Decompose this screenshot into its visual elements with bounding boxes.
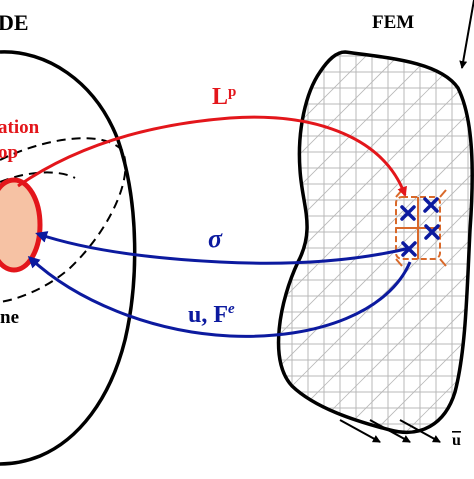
mesh-line-diagonal — [278, 52, 473, 433]
mesh-line-diagonal — [291, 52, 473, 433]
mesh-line-diagonal — [355, 52, 473, 433]
mesh-line-diagonal — [278, 52, 287, 433]
lp-label: Lp — [212, 84, 236, 110]
mesh-line-diagonal — [278, 52, 473, 433]
dd-crystal-outline — [0, 50, 137, 466]
plane-label: ne — [0, 307, 19, 328]
displacement-arrow — [27, 255, 412, 338]
dislocation-label-2: op — [0, 142, 18, 163]
ufe-label: u, Fe — [188, 301, 235, 328]
mesh-line-diagonal — [278, 52, 473, 433]
mesh-line-diagonal — [278, 52, 447, 433]
mesh-line-diagonal — [278, 52, 383, 433]
mesh-line-diagonal — [278, 52, 415, 433]
stress-arrow — [35, 231, 411, 265]
slip-plane-dashed — [0, 137, 127, 303]
mesh-line-diagonal — [278, 52, 319, 433]
mesh-line-diagonal — [278, 52, 473, 433]
plastic-strain-arrow — [17, 115, 407, 197]
right-title: FEM — [372, 12, 414, 33]
mesh-line-diagonal — [419, 52, 473, 433]
mesh-line-diagonal — [323, 52, 473, 433]
mesh-line-diagonal — [278, 52, 473, 433]
dislocation-loop — [0, 177, 43, 273]
left-title: DE — [0, 10, 29, 35]
sigma-label: σ — [208, 224, 223, 253]
dislocation-label-1: ation — [0, 117, 40, 138]
mesh-line-diagonal — [278, 52, 351, 433]
mesh-line-diagonal — [278, 52, 473, 433]
boundary-arrow-top — [459, 0, 474, 69]
boundary-displacement-arrows — [339, 419, 441, 443]
fem-body-outline — [276, 50, 474, 435]
bottom-u-label: u — [452, 432, 461, 449]
